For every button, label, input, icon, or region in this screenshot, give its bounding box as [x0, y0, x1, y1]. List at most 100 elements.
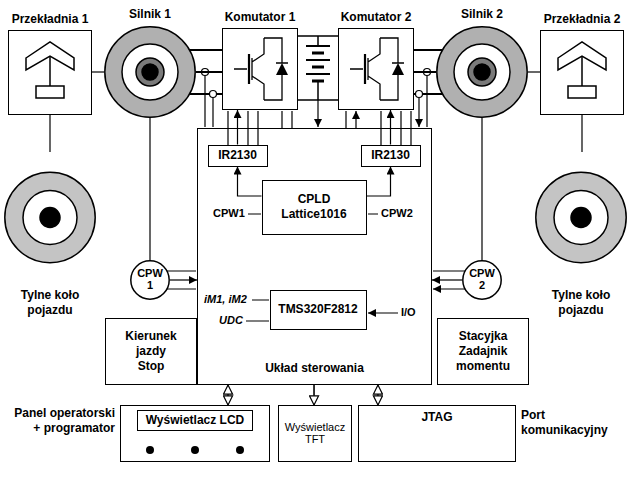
- box-text: Zadajnik momentu: [441, 344, 525, 374]
- connector: [238, 167, 262, 197]
- phase-wire: [190, 50, 442, 94]
- motor-ring: [474, 64, 490, 80]
- connector: [481, 118, 482, 260]
- gear-symbol: [558, 42, 606, 98]
- motor-ring: [105, 27, 195, 117]
- connector: [170, 279, 197, 280]
- box-text: Wyświetlacz LCD: [137, 410, 253, 431]
- box-text: Stacyjka: [459, 329, 508, 344]
- connector: [581, 115, 582, 152]
- connectors: [50, 72, 582, 405]
- box-heading: Tylne koło pojazdu: [5, 288, 95, 318]
- motor-outline: [436, 26, 528, 118]
- box-heading: Komutator 1: [225, 10, 296, 25]
- connector: [49, 115, 50, 152]
- dsp-box: TMS320F2812: [270, 290, 367, 330]
- box-heading: Tylne koło pojazdu: [536, 288, 626, 318]
- input-box: StacyjkaZadajnik momentu: [437, 318, 529, 385]
- driver-box: IR2130: [361, 145, 421, 167]
- current-sensor-wire: [205, 76, 427, 128]
- box-text: JTAG: [421, 410, 452, 425]
- signal-label: iM1, iM2: [203, 293, 248, 306]
- box-heading: Komutator 2: [341, 10, 412, 25]
- box-text: Kierunek jazdy: [109, 329, 193, 359]
- box-text: Stop: [138, 359, 165, 374]
- input-box: Kierunek jazdyStop: [105, 318, 197, 385]
- motor: Silnik 2: [436, 26, 528, 118]
- cpld-box: CPLDLattice1016: [262, 180, 367, 235]
- gearbox: Przekładnia 2: [540, 30, 624, 115]
- wheel-ring: [554, 191, 608, 245]
- signal-label: I/O: [400, 306, 417, 319]
- box-heading: Przekładnia 1: [12, 12, 89, 27]
- signal-label: CPW2: [380, 207, 414, 220]
- wheel: Tylne koło pojazdu: [535, 152, 627, 283]
- panel-button: [236, 446, 244, 454]
- encoder-circle-ring: [463, 261, 501, 299]
- box-heading: Układ sterowania: [198, 361, 431, 376]
- motor-ring: [136, 58, 164, 86]
- encoder-circle: CPW 2: [462, 260, 502, 300]
- box-text: CPW 1: [133, 268, 167, 291]
- wheel-ring: [5, 172, 95, 262]
- current-sensor: [416, 91, 423, 98]
- box-text: TMS320F2812: [278, 302, 357, 317]
- connector: [528, 71, 540, 72]
- box-text: CPLD: [298, 192, 331, 207]
- port-box: JTAGPort komunikacyjny: [358, 405, 516, 462]
- wheel-ring: [536, 172, 626, 262]
- motor-ring: [468, 58, 496, 86]
- inverter-box: Komutator 2: [338, 28, 414, 110]
- igbt-symbol: [234, 38, 288, 100]
- battery-cell: [306, 46, 330, 74]
- box-heading: Panel operatorski + programator: [5, 406, 115, 436]
- box-heading: Port komunikacyjny: [521, 408, 631, 438]
- connector: [367, 167, 391, 197]
- motor-ring: [437, 27, 527, 117]
- gear-symbol: [26, 42, 74, 98]
- motor-ring: [454, 44, 510, 100]
- operator-panel: Panel operatorski + programatorWyświetla…: [120, 405, 270, 462]
- motor-ring: [142, 64, 158, 80]
- wheel-ring: [23, 191, 77, 245]
- wheel-ring: [571, 208, 591, 228]
- signal-label: UDC: [218, 314, 244, 327]
- box-text: Wyświetlacz TFT: [282, 422, 348, 445]
- motor-ring: [122, 44, 178, 100]
- control-unit: IR2130 IR2130CPLDLattice1016TMS320F2812Uk…: [197, 128, 432, 385]
- signal-label: CPW1: [212, 207, 246, 220]
- encoder-circle: CPW 1: [130, 260, 170, 300]
- connector: [196, 71, 222, 73]
- connector: [432, 279, 462, 280]
- connector: [227, 385, 229, 405]
- motor: Silnik 1: [104, 26, 196, 118]
- connector: [377, 385, 379, 405]
- box-text: Lattice1016: [281, 207, 346, 222]
- box-heading: Silnik 2: [461, 7, 503, 22]
- wheel: Tylne koło pojazdu: [4, 152, 96, 283]
- box-text: CPW 2: [465, 268, 499, 291]
- panel-button: [146, 446, 154, 454]
- motor-outline: [104, 26, 196, 118]
- box-text: IR2130: [218, 148, 257, 163]
- driver-box: IR2130: [208, 145, 268, 167]
- box-heading: Silnik 1: [129, 7, 171, 22]
- wheel-outline: [4, 152, 96, 283]
- wheel-outline: [535, 152, 627, 283]
- inverter-box: Komutator 1: [222, 28, 298, 110]
- current-sensor: [210, 91, 217, 98]
- panel-button: [191, 446, 199, 454]
- connector: [313, 385, 315, 405]
- connector: [414, 71, 436, 73]
- encoder-signal: [166, 271, 466, 289]
- box-heading: Przekładnia 2: [544, 12, 621, 27]
- box-text: IR2130: [371, 148, 410, 163]
- wheel-ring: [40, 208, 60, 228]
- encoder-circle-ring: [131, 261, 169, 299]
- dc-bus-wire: [298, 36, 338, 100]
- gearbox: Przekładnia 1: [8, 30, 92, 115]
- connector: [149, 118, 150, 260]
- igbt-symbol: [350, 38, 404, 100]
